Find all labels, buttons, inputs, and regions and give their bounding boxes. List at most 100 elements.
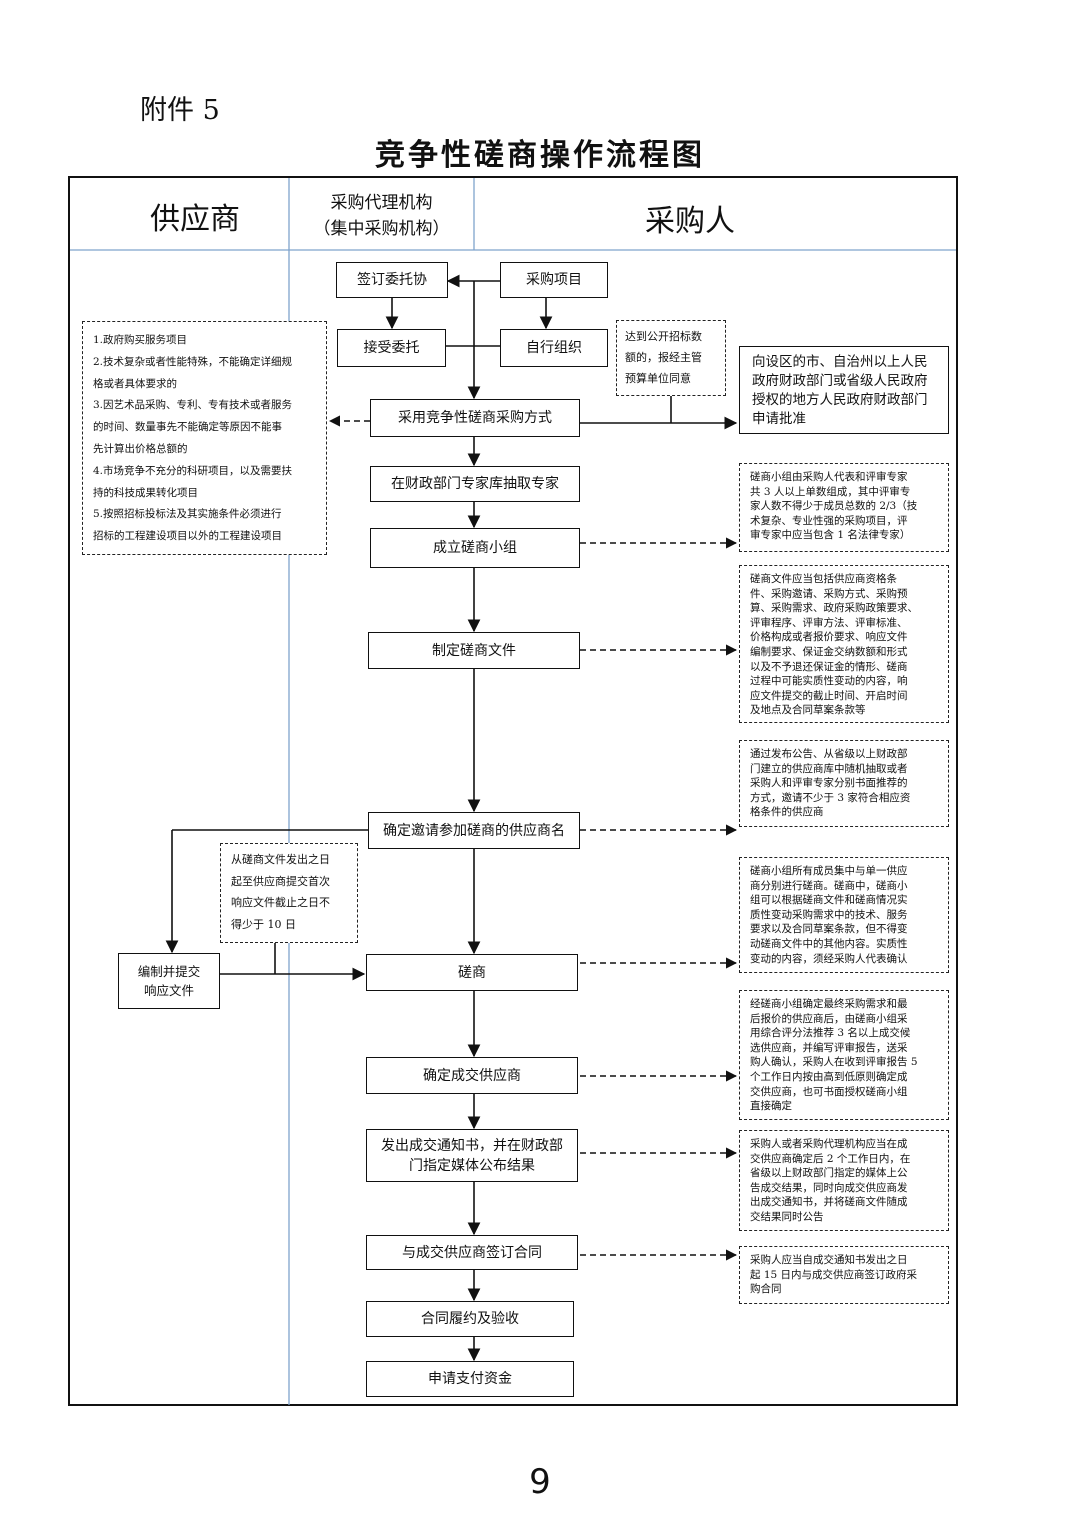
page-title: 竞争性磋商操作流程图 (375, 138, 705, 173)
note-line: 预算单位同意 (625, 372, 691, 385)
threshold-note: 达到公开招标数 额的，报经主管 预算单位同意 (616, 320, 726, 396)
response-period-note: 从磋商文件发出之日 起至供应商提交首次 响应文件截止之日不 得少于 10 日 (220, 843, 358, 943)
note-line: 磋商小组所有成员集中与单一供应 (750, 865, 908, 877)
note-line: 编制要求、保证金交纳数额和形式 (750, 645, 908, 658)
note-line: 件、采购邀请、采购方式、采购预 (750, 587, 908, 600)
page-number: 9 (529, 1462, 551, 1502)
note-line: 通过发布公告、从省级以上财政部 (750, 748, 908, 760)
note-line: 采购人或者采购代理机构应当在成 (750, 1138, 908, 1150)
note-line: 1.政府购买服务项目 (93, 334, 188, 346)
note-line: 招标的工程建设项目以外的工程建设项目 (93, 530, 282, 543)
contract-deadline-note: 采购人应当自成交通知书发出之日 起 15 日内与成交供应商签订政府采 购合同 (739, 1246, 949, 1304)
note-line: 组可以根据磋商文件和磋商情况实 (750, 894, 908, 907)
note-line: 过程中可能实质性变动的内容，响 (750, 675, 908, 688)
lane-title-agency-line1: 采购代理机构 (330, 193, 433, 213)
note-line: 评审程序、评审方法、评审标准、 (750, 616, 908, 629)
approval-box: 向设区的市、自治州以上人民 政府财政部门或省级人民政府 授权的地方人民政府财政部… (739, 346, 949, 434)
note-line: 变动的内容，须经采购人代表确认 (750, 952, 908, 965)
note-line: 方式，邀请不少于 3 家符合相应资 (750, 791, 911, 804)
note-line: 购合同 (750, 1283, 782, 1296)
note-line: 价格构成或者报价要求、响应文件 (750, 631, 908, 644)
note-line: 出成交通知书，并将磋商文件随成 (750, 1196, 908, 1209)
sign-contract-box: 与成交供应商签订合同 (366, 1235, 578, 1270)
issue-notice-box: 发出成交通知书，并在财政部 门指定媒体公布结果 (366, 1129, 578, 1182)
flowchart-frame (68, 176, 958, 1406)
note-line: 及地点及合同草案条款等 (750, 704, 866, 717)
note-line: 格或者具体要求的 (93, 377, 177, 390)
note-line: 3.因艺术品采购、专利、专有技术或者服务 (93, 399, 293, 412)
note-line: 起 15 日内与成交供应商签订政府采 (750, 1268, 918, 1281)
note-line: 申请批准 (752, 411, 806, 427)
confirm-winner-box: 确定成交供应商 (366, 1057, 578, 1094)
note-line: 以及不予退还保证金的情形、磋商 (750, 660, 908, 673)
note-line: 先计算出价格总额的 (93, 442, 188, 455)
invite-method-note: 通过发布公告、从省级以上财政部 门建立的供应商库中随机抽取或者 采购人和评审专家… (739, 740, 949, 827)
issue-notice-line2: 门指定媒体公布结果 (409, 1157, 535, 1174)
prepare-response-line1: 编制并提交 (137, 964, 201, 979)
note-line: 要求以及合同草案条款，但不得变 (750, 923, 908, 936)
note-line: 直接确定 (750, 1100, 792, 1113)
note-line: 起至供应商提交首次 (231, 874, 330, 888)
note-line: 用综合评分法推荐 3 名以上成交候 (750, 1027, 911, 1040)
attachment-label: 附件 5 (140, 95, 220, 126)
note-line: 个工作日内按由高到低原则确定成 (750, 1070, 908, 1083)
note-line: 应文件提交的截止时间、开启时间 (750, 689, 908, 702)
make-docs-box: 制定磋商文件 (368, 632, 580, 669)
note-line: 审专家中应当包含 1 名法律专家） (750, 529, 911, 542)
lane-title-supplier: 供应商 (150, 202, 240, 237)
note-line: 磋商小组由采购人代表和评审专家 (750, 471, 908, 483)
note-line: 术复杂、专业性强的采购项目，评 (750, 514, 908, 527)
note-line: 磋商文件应当包括供应商资格条 (750, 573, 897, 585)
note-line: 5.按照招标投标法及其实施条件必须进行 (93, 508, 282, 521)
note-line: 从磋商文件发出之日 (231, 853, 330, 866)
apply-payment-box: 申请支付资金 (366, 1361, 574, 1397)
prepare-response-box: 编制并提交 响应文件 (118, 953, 220, 1009)
note-line: 交供应商确定后 2 个工作日内，在 (750, 1152, 911, 1165)
negotiation-rules-note: 磋商小组所有成员集中与单一供应 商分别进行磋商。磋商中，磋商小 组可以根据磋商文… (739, 857, 949, 973)
note-line: 省级以上财政部门指定的媒体上公 (750, 1167, 908, 1180)
note-line: 质性变动采购需求中的技术、服务 (750, 908, 908, 921)
note-line: 持的科技成果转化项目 (93, 486, 198, 499)
note-line: 2.技术复杂或者性能特殊，不能确定详细规 (93, 355, 293, 368)
note-line: 4.市场竞争不充分的科研项目，以及需要扶 (93, 464, 293, 477)
winner-selection-note: 经磋商小组确定最终采购需求和最 后报价的供应商后，由磋商小组采 用综合评分法推荐… (739, 990, 949, 1120)
note-line: 格条件的供应商 (750, 806, 824, 819)
prepare-response-line2: 响应文件 (143, 983, 194, 998)
purchase-project-box: 采购项目 (500, 262, 608, 298)
lane-title-agency-line2: （集中采购机构） (313, 219, 450, 239)
note-line: 经磋商小组确定最终采购需求和最 (750, 998, 908, 1010)
note-line: 额的，报经主管 (625, 351, 702, 364)
notice-rules-note: 采购人或者采购代理机构应当在成 交供应商确定后 2 个工作日内，在 省级以上财政… (739, 1130, 949, 1231)
note-line: 采购人和评审专家分别书面推荐的 (750, 777, 908, 790)
note-line: 选供应商，并编写评审报告，送采 (750, 1041, 908, 1054)
adopt-method-box: 采用竞争性磋商采购方式 (370, 399, 580, 437)
note-line: 商分别进行磋商。磋商中，磋商小 (750, 879, 908, 892)
note-line: 后报价的供应商后，由磋商小组采 (750, 1012, 908, 1025)
note-line: 算、采购需求、政府采购政策要求、 (750, 602, 918, 615)
note-line: 告成交结果，同时向成交供应商发 (750, 1181, 908, 1194)
note-line: 门建立的供应商库中随机抽取或者 (750, 762, 908, 775)
docs-content-note: 磋商文件应当包括供应商资格条 件、采购邀请、采购方式、采购预 算、采购需求、政府… (739, 565, 949, 723)
note-line: 达到公开招标数 (625, 330, 702, 343)
note-line: 共 3 人以上单数组成，其中评审专 (750, 485, 911, 498)
lane-title-purchaser: 采购人 (645, 204, 735, 239)
note-line: 授权的地方人民政府财政部门 (752, 392, 928, 408)
note-line: 政府财政部门或省级人民政府 (752, 373, 928, 389)
sign-agreement-box: 签订委托协 (336, 262, 448, 298)
note-line: 响应文件截止之日不 (231, 896, 330, 909)
self-organize-box: 自行组织 (500, 329, 608, 367)
note-line: 向设区的市、自治州以上人民 (752, 354, 928, 370)
applicable-cases-note: 1.政府购买服务项目 2.技术复杂或者性能特殊，不能确定详细规 格或者具体要求的… (82, 321, 327, 555)
note-line: 购人确认，采购人在收到评审报告 5 (750, 1056, 918, 1069)
group-composition-note: 磋商小组由采购人代表和评审专家 共 3 人以上单数组成，其中评审专 家人数不得少… (739, 463, 949, 552)
note-line: 交供应商，也可书面授权磋商小组 (750, 1085, 908, 1098)
lane-title-agency: 采购代理机构 （集中采购机构） (289, 190, 474, 242)
extract-experts-box: 在财政部门专家库抽取专家 (370, 466, 580, 502)
form-group-box: 成立磋商小组 (370, 528, 580, 568)
note-line: 采购人应当自成交通知书发出之日 (750, 1254, 908, 1266)
perform-accept-box: 合同履约及验收 (366, 1301, 574, 1337)
confirm-suppliers-box: 确定邀请参加磋商的供应商名 (368, 812, 580, 849)
accept-entrust-box: 接受委托 (337, 329, 446, 367)
issue-notice-line1: 发出成交通知书，并在财政部 (381, 1137, 563, 1154)
note-line: 动磋商文件中的其他内容。实质性 (750, 937, 908, 950)
